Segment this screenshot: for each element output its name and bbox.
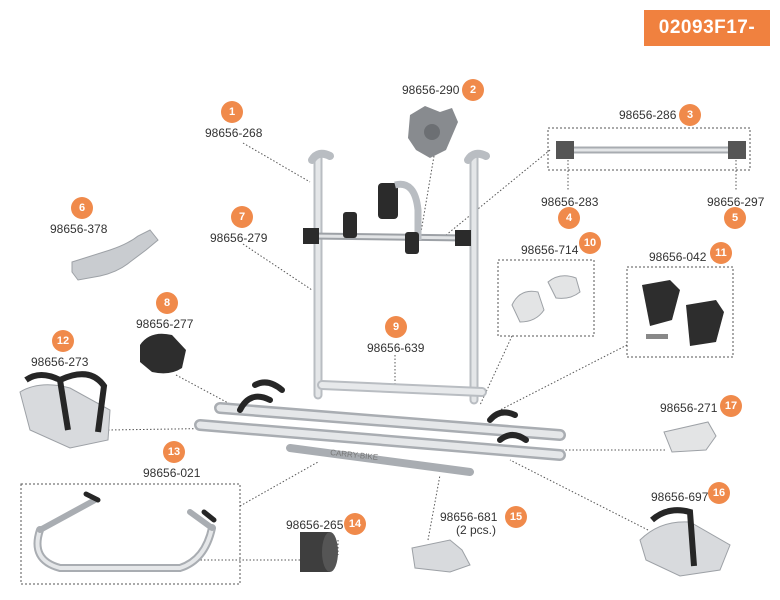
badge-13: 13 bbox=[163, 441, 185, 463]
detail-box-10 bbox=[497, 259, 595, 337]
part-code-12: 98656-273 bbox=[31, 355, 89, 369]
wheel-rails bbox=[194, 379, 566, 476]
part-code-5: 98656-297 bbox=[707, 195, 765, 209]
detail-box-11 bbox=[626, 266, 734, 358]
top-clamps bbox=[303, 180, 471, 254]
part-code-1: 98656-268 bbox=[205, 126, 263, 140]
document-code: 02093F17- bbox=[644, 10, 770, 46]
badge-4: 4 bbox=[558, 207, 580, 229]
cradle-part-12 bbox=[19, 371, 111, 449]
rack-frame bbox=[308, 149, 490, 405]
part-code-10: 98656-714 bbox=[521, 243, 579, 257]
part-code-15: 98656-681 bbox=[440, 510, 498, 524]
part-code-6: 98656-378 bbox=[50, 222, 108, 236]
clamps-part-11 bbox=[642, 280, 724, 346]
roller-part-14 bbox=[300, 532, 338, 572]
caps-part-10 bbox=[511, 275, 581, 323]
badge-1: 1 bbox=[221, 101, 243, 123]
badge-7: 7 bbox=[231, 206, 253, 228]
detail-box-3 bbox=[547, 127, 751, 171]
badge-15: 15 bbox=[505, 506, 527, 528]
detail-box-13 bbox=[20, 483, 241, 585]
badge-6: 6 bbox=[71, 197, 93, 219]
badge-11: 11 bbox=[710, 242, 732, 264]
part-code-2: 98656-290 bbox=[402, 83, 460, 97]
knob-part-8 bbox=[140, 333, 186, 374]
part-code-3: 98656-286 bbox=[619, 108, 677, 122]
part-code-4: 98656-283 bbox=[541, 195, 599, 209]
badge-12: 12 bbox=[52, 330, 74, 352]
badge-3: 3 bbox=[679, 104, 701, 126]
badge-5: 5 bbox=[724, 207, 746, 229]
part-code-9: 98656-639 bbox=[367, 341, 425, 355]
badge-14: 14 bbox=[344, 513, 366, 535]
badge-2: 2 bbox=[462, 79, 484, 101]
cap-part-17 bbox=[663, 421, 717, 453]
part-code-7: 98656-279 bbox=[210, 231, 268, 245]
badge-9: 9 bbox=[385, 316, 407, 338]
bar-part-3 bbox=[556, 141, 746, 159]
part-code-14: 98656-265 bbox=[286, 518, 344, 532]
badge-17: 17 bbox=[720, 395, 742, 417]
part-quantity-15: (2 pcs.) bbox=[456, 523, 497, 537]
part-code-13: 98656-021 bbox=[143, 466, 201, 480]
part-code-8: 98656-277 bbox=[136, 317, 194, 331]
badge-16: 16 bbox=[708, 482, 730, 504]
part-code-16: 98656-697 bbox=[651, 490, 709, 504]
badge-8: 8 bbox=[156, 292, 178, 314]
part-code-11: 98656-042 bbox=[649, 250, 707, 264]
bracket-part-6 bbox=[71, 229, 159, 281]
badge-10: 10 bbox=[579, 232, 601, 254]
part-code-17: 98656-271 bbox=[660, 401, 718, 415]
plates-part-15 bbox=[411, 539, 471, 573]
arch-part-13 bbox=[33, 491, 217, 572]
cradle-part-16 bbox=[639, 507, 731, 577]
